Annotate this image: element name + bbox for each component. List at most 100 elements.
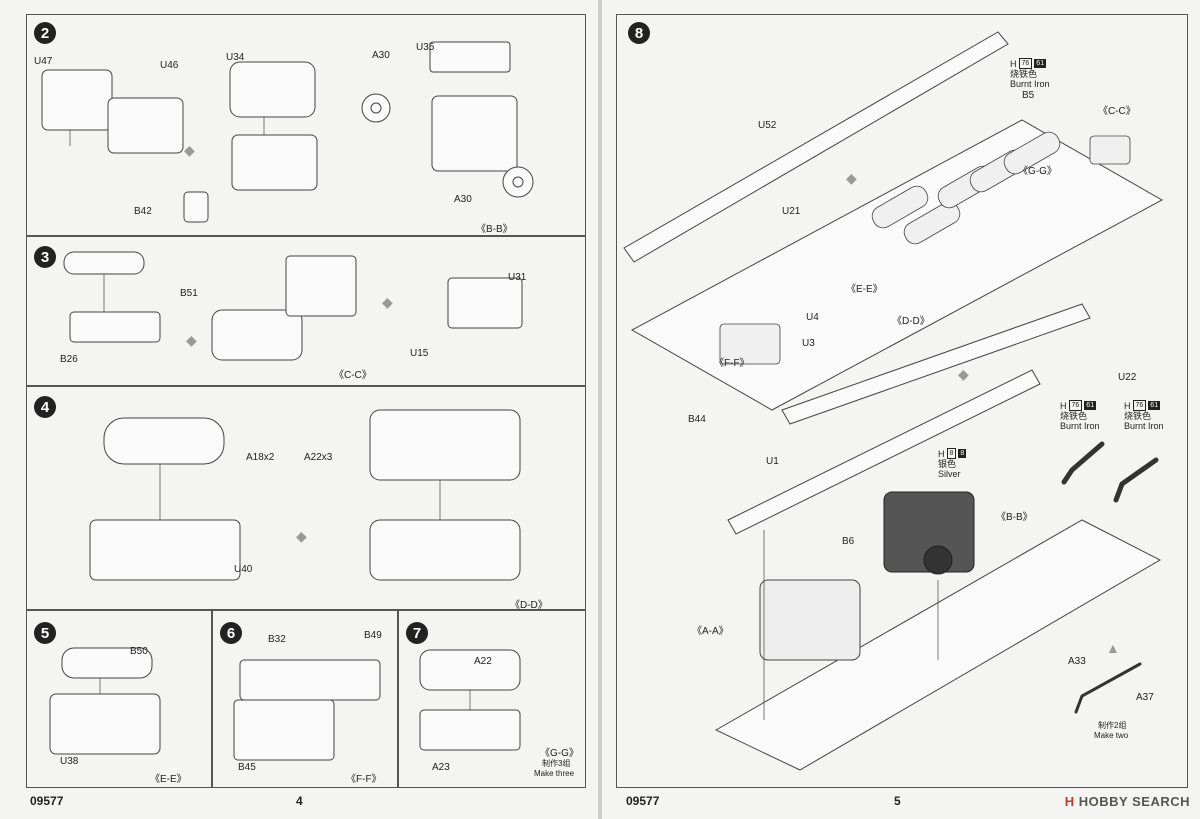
part-label: A23 [432,762,450,773]
subassembly-label: 《B-B》 [996,512,1033,523]
subassembly-label: 《F-F》 [346,774,382,785]
chassis-drawing [623,31,1164,771]
make-count-note-cn: 制作3组 [542,759,571,768]
paint-code: 76 [1018,58,1033,69]
part-label: U46 [160,60,179,71]
paint-name-en: Burnt Iron [1124,421,1164,431]
right-page: 8 [602,0,1200,819]
part-label: A30 [372,50,390,61]
step-number: 7 [406,622,428,644]
part-label: U40 [234,564,253,575]
part-label: A22x3 [304,452,333,463]
step-6-frame [212,610,398,788]
paint-name-en: Burnt Iron [1010,79,1050,89]
step-2-parts-drawing [41,41,534,761]
paint-name-cn: 烧铁色 [1010,69,1038,79]
part-label: U15 [410,348,429,359]
part-label: U1 [766,456,779,467]
part-label: B45 [238,762,256,773]
subassembly-label: 《G-G》 [540,748,579,759]
make-count-note-en: Make three [534,769,575,778]
part-label: A22 [474,656,492,667]
step-number: 5 [34,622,56,644]
step-8-frame [616,14,1188,788]
direction-arrow-icon: ◆ [958,366,969,382]
part-label: B6 [842,536,855,547]
subassembly-label: 《A-A》 [692,626,729,637]
part-label: A33 [1068,656,1086,667]
watermark-logo-icon: H [1064,794,1075,809]
subassembly-label: 《E-E》 [150,774,187,785]
step-number: 4 [34,396,56,418]
subassembly-label: 《D-D》 [892,316,930,327]
paint-letter: H [1060,400,1067,411]
paint-name-cn: 烧铁色 [1124,411,1152,421]
step-3-frame [26,236,586,386]
paint-code: 61 [1148,401,1161,410]
part-label: U4 [806,312,819,323]
paint-name-cn: 烧铁色 [1060,411,1088,421]
direction-arrow-icon: ◆ [184,142,195,158]
paint-code: 8 [946,448,957,459]
step-number: 3 [34,246,56,268]
part-label: U47 [34,56,53,67]
part-label: B49 [364,630,382,641]
page-number: 5 [894,794,901,808]
part-label: B26 [60,354,78,365]
subassembly-label: 《C-C》 [1098,106,1136,117]
part-label: B5 [1022,90,1035,101]
paint-letter: H [938,448,945,459]
part-label: B51 [180,288,198,299]
paint-name-en: Silver [938,469,961,479]
paint-name-en: Burnt Iron [1060,421,1100,431]
paint-letter: H [1124,400,1131,411]
part-label: A30 [454,194,472,205]
direction-arrow-icon: ◆ [296,528,307,544]
part-label: A37 [1136,692,1154,703]
subassembly-label: 《C-C》 [334,370,372,381]
part-label: U21 [782,206,801,217]
part-label: B42 [134,206,152,217]
part-label: A18x2 [246,452,275,463]
step-7-frame [398,610,586,788]
direction-arrow-icon: ◆ [846,170,857,186]
page-gutter [598,0,602,819]
paint-code: 8 [958,449,967,458]
paint-name-cn: 银色 [938,459,957,469]
paint-code: 76 [1132,400,1147,411]
subassembly-label: 《G-G》 [1018,166,1057,177]
part-label: U52 [758,120,777,131]
product-code: 09577 [30,794,64,808]
step-2-frame [26,14,586,236]
watermark: H HOBBY SEARCH [1065,794,1190,809]
subassembly-label: 《B-B》 [476,224,513,235]
part-label: B50 [130,646,148,657]
part-label: U31 [508,272,527,283]
direction-arrow-icon: ▲ [1106,640,1120,656]
part-label: B32 [268,634,286,645]
left-page: 2 3 4 5 6 7 [0,0,598,819]
step-number: 6 [220,622,242,644]
page-number: 4 [296,794,303,808]
step-number: 8 [628,22,650,44]
paint-code: 61 [1084,401,1097,410]
part-label: U34 [226,52,245,63]
watermark-text: HOBBY SEARCH [1078,794,1190,809]
part-label: U38 [60,756,79,767]
subassembly-label: 《F-F》 [714,358,750,369]
step-5-frame [26,610,212,788]
part-label: U22 [1118,372,1137,383]
direction-arrow-icon: ◆ [186,332,197,348]
product-code: 09577 [626,794,660,808]
paint-code: 61 [1034,59,1047,68]
subassembly-label: 《E-E》 [846,284,883,295]
part-label: U35 [416,42,435,53]
make-count-note-cn: 制作2组 [1098,721,1127,730]
part-label: B44 [688,414,706,425]
step-number: 2 [34,22,56,44]
step-4-frame [26,386,586,610]
